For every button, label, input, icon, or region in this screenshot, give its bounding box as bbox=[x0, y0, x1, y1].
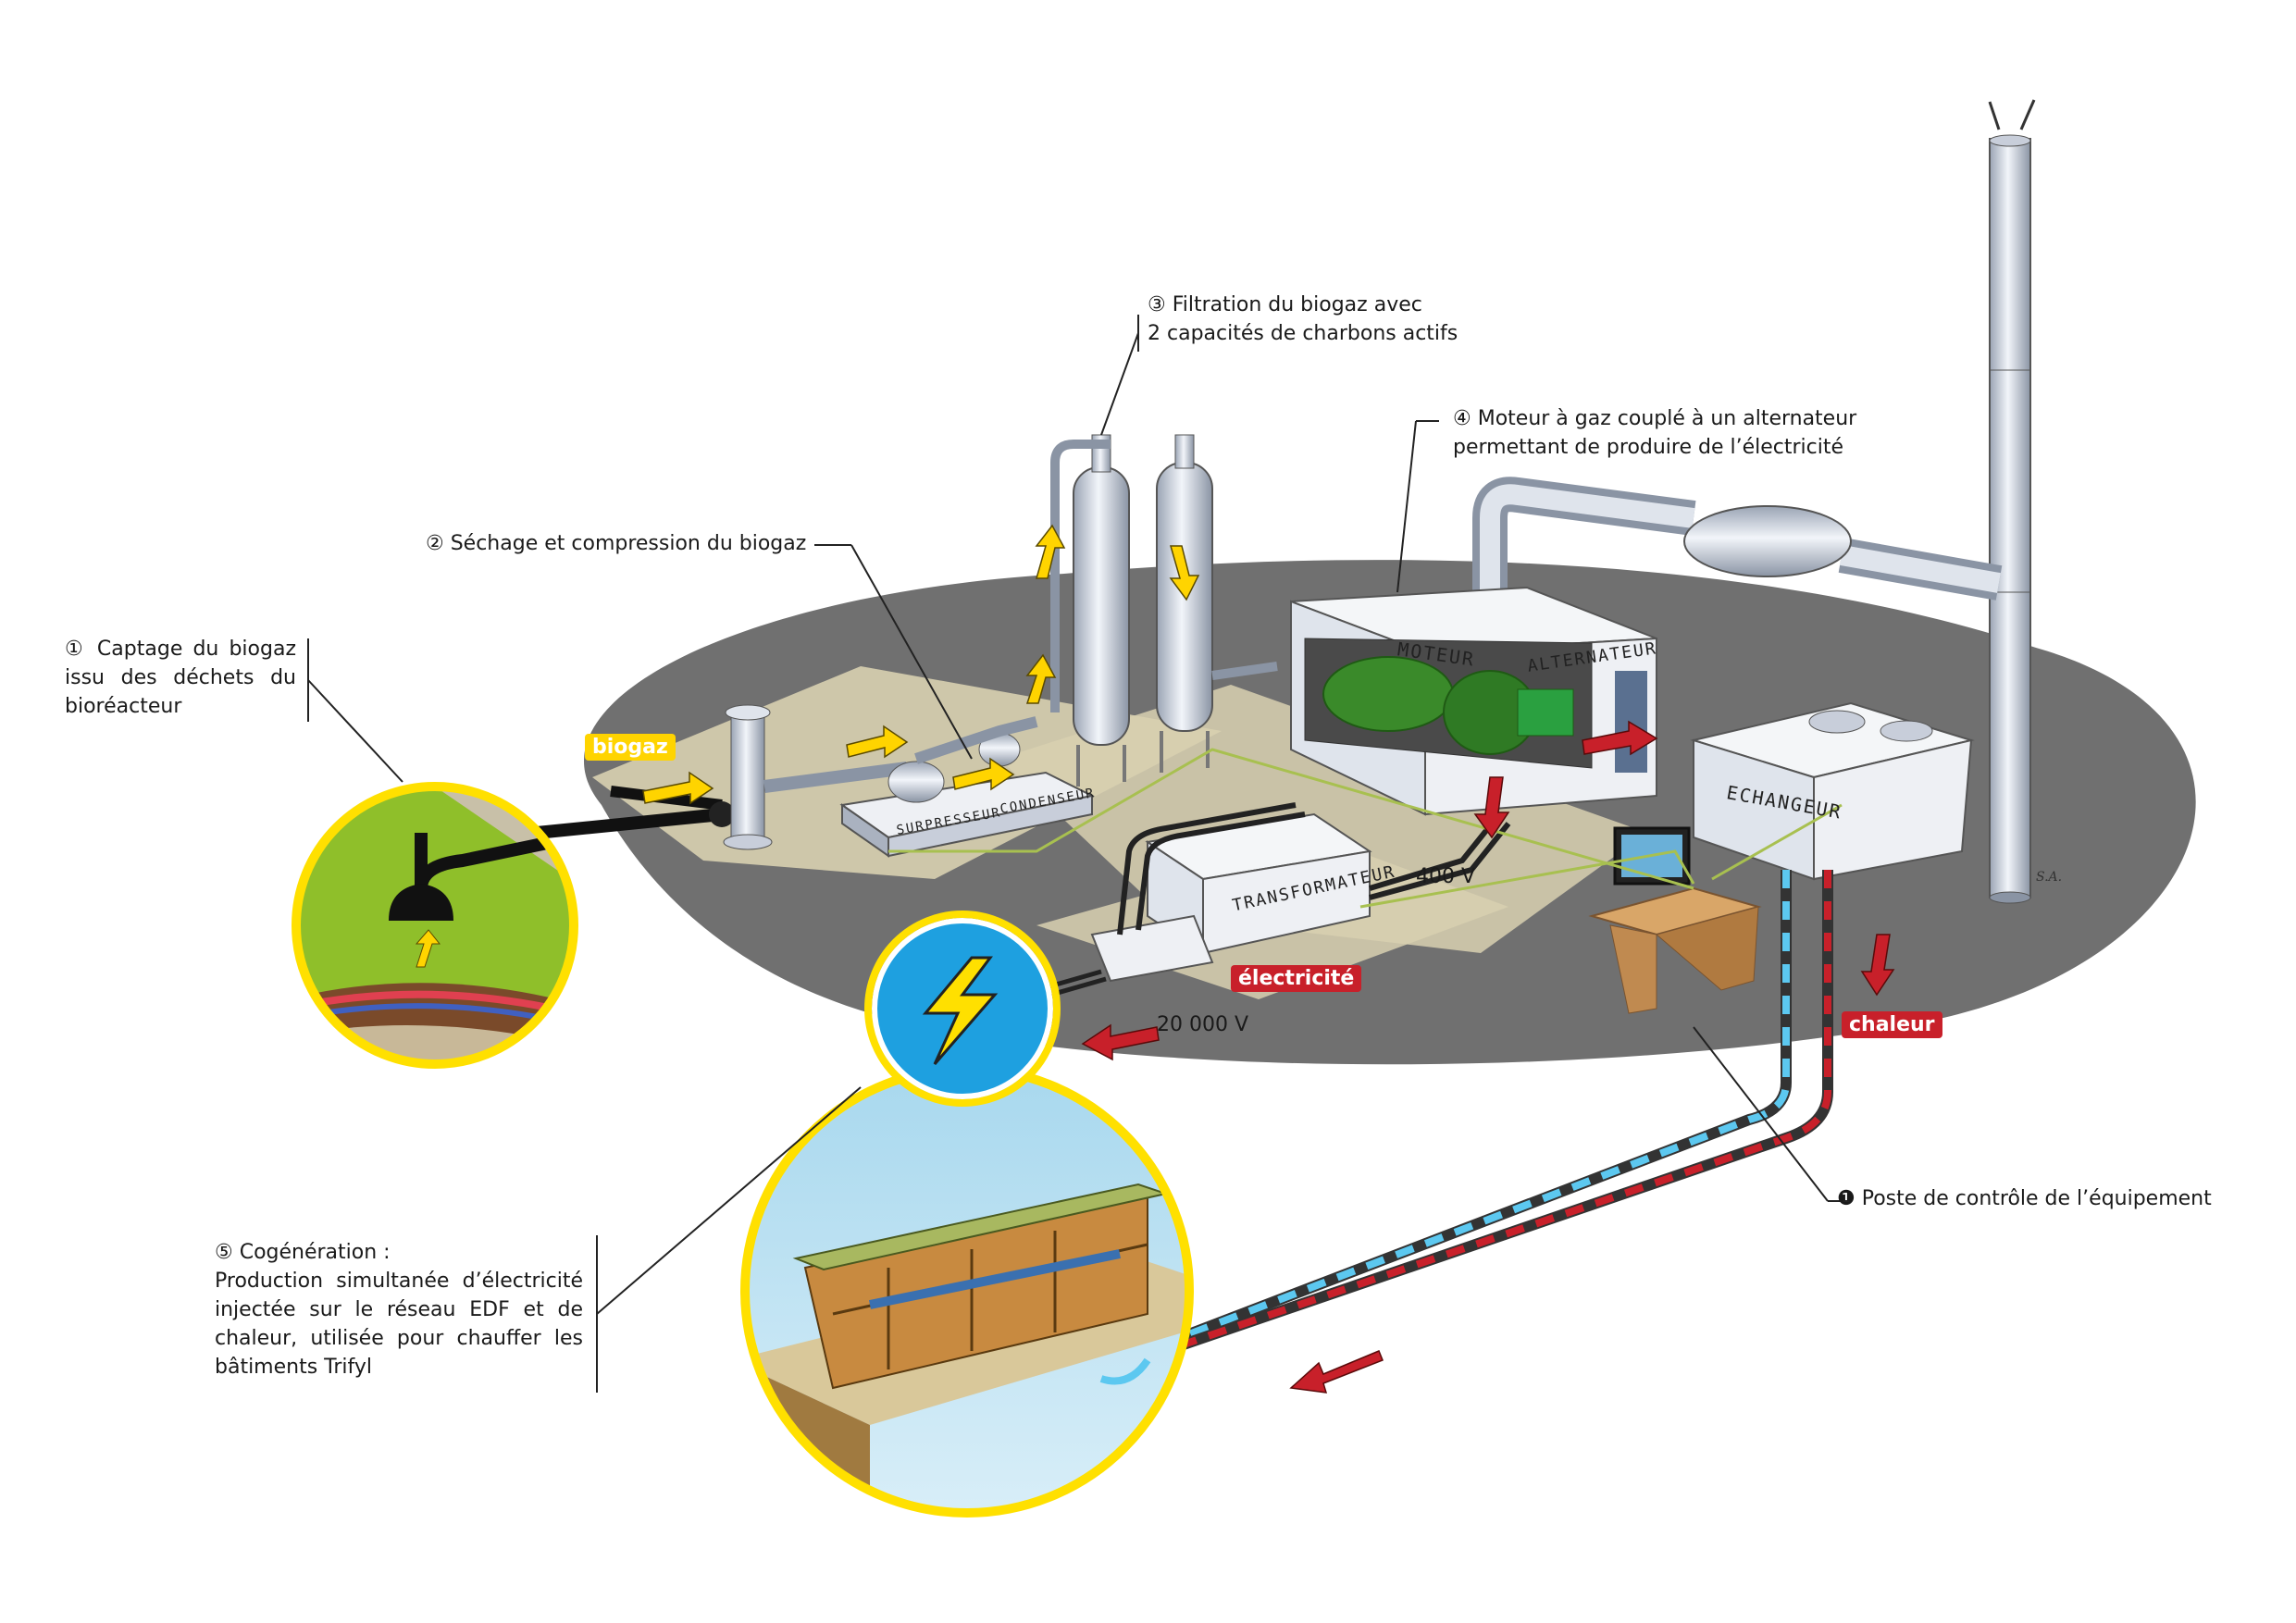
engine-alternator bbox=[1290, 586, 1657, 816]
callout-1-line-2: issu des déchets du bbox=[65, 666, 296, 689]
chimney bbox=[1988, 99, 2036, 904]
heat-exchanger bbox=[1690, 701, 1975, 881]
callout-4-line-1: ④ Moteur à gaz couplé à un alternateur bbox=[1453, 407, 1857, 430]
voltage-20000: 20 000 V bbox=[1157, 1013, 1249, 1036]
callout-1-line-3: bioréacteur bbox=[65, 695, 182, 718]
biogas-flow-arrows bbox=[642, 524, 1200, 805]
callout-biogas-capture: ① Captage du biogaz issu des déchets du … bbox=[65, 635, 296, 721]
callout-5-line-3: injectée sur le réseau EDF et de bbox=[215, 1298, 583, 1321]
callout-0-line-1: ❶ Poste de contrôle de l’équipement bbox=[1837, 1187, 2212, 1210]
transformer bbox=[1036, 802, 1511, 1000]
callout-3-line-1: ③ Filtration du biogaz avec bbox=[1148, 293, 1422, 316]
callout-leaders bbox=[307, 315, 1851, 1393]
heated-building-inset bbox=[740, 1064, 1194, 1518]
exhaust-pipe bbox=[1472, 477, 2003, 601]
flow-label-chaleur: chaleur bbox=[1842, 1011, 1942, 1038]
voltage-400: 400 V bbox=[1416, 865, 1476, 888]
lightning-bolt-icon bbox=[864, 911, 1061, 1107]
callout-3-line-2: 2 capacités de charbons actifs bbox=[1148, 322, 1458, 345]
callout-filtration: ③ Filtration du biogaz avec 2 capacités … bbox=[1148, 291, 1458, 348]
callout-control-station: ❶ Poste de contrôle de l’équipement bbox=[1837, 1184, 2212, 1213]
drying-compression-skid bbox=[839, 716, 1096, 858]
control-signal-lines bbox=[888, 748, 1843, 909]
flow-label-biogaz: biogaz bbox=[585, 734, 676, 761]
flow-label-electricite: électricité bbox=[1231, 965, 1362, 992]
callout-drying-compression: ② Séchage et compression du biogaz bbox=[426, 529, 806, 558]
callout-5-line-5: bâtiments Trifyl bbox=[215, 1356, 373, 1379]
callout-engine: ④ Moteur à gaz couplé à un alternateur p… bbox=[1453, 404, 1856, 462]
callout-1-line-1: ① Captage du biogaz bbox=[65, 638, 296, 661]
callout-2-line-1: ② Séchage et compression du biogaz bbox=[426, 532, 807, 555]
callout-5-line-1: ⑤ Cogénération : bbox=[215, 1241, 391, 1264]
electricity-heat-arrows bbox=[1081, 720, 1895, 1394]
callout-5-line-2: Production simultanée d’électricité bbox=[215, 1270, 583, 1293]
callout-4-line-2: permettant de produire de l’électricité bbox=[1453, 436, 1844, 459]
callout-5-line-4: chaleur, utilisée pour chauffer les bbox=[215, 1327, 583, 1350]
biogas-capture-inset bbox=[292, 782, 578, 1069]
carbon-filters bbox=[1050, 434, 1278, 787]
callout-cogeneration: ⑤ Cogénération : Production simultanée d… bbox=[215, 1238, 583, 1381]
artist-signature: S.A. bbox=[2036, 870, 2063, 885]
inlet-column bbox=[723, 704, 908, 850]
